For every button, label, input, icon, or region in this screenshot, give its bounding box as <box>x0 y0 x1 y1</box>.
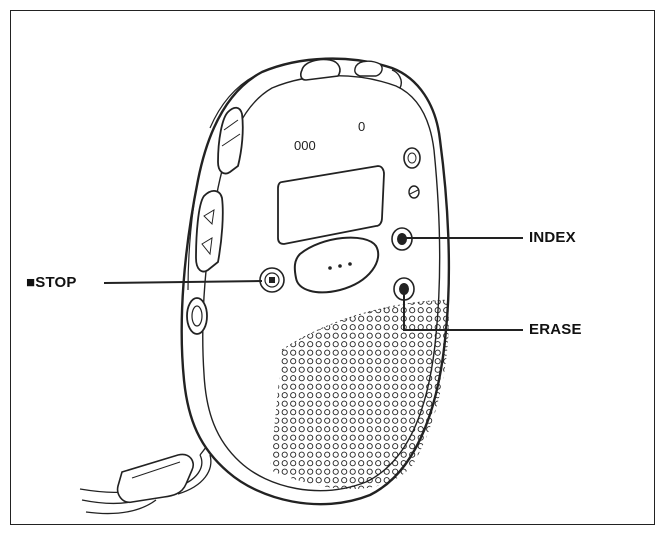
recorder-side-band <box>187 71 263 291</box>
index-button <box>391 227 413 251</box>
side-record-slider <box>217 106 244 175</box>
erase-leader-line <box>403 294 523 331</box>
stop-button <box>259 267 285 293</box>
display-window <box>277 165 385 245</box>
stop-leader-line <box>103 280 263 284</box>
side-play-ffw-rew-switch <box>195 190 224 273</box>
top-hold-switch <box>300 58 402 89</box>
top-right-button <box>403 147 421 169</box>
side-jack <box>186 297 208 335</box>
strap-clip <box>116 453 194 504</box>
led-indicator <box>408 185 420 199</box>
index-label: INDEX <box>529 229 576 246</box>
marking-right: 0 <box>358 119 365 134</box>
diagram-frame <box>10 10 655 525</box>
marking-left: 000 <box>294 138 316 153</box>
stop-label: ■STOP <box>26 274 77 291</box>
microphone-pad <box>293 236 380 294</box>
erase-label: ERASE <box>529 321 582 338</box>
